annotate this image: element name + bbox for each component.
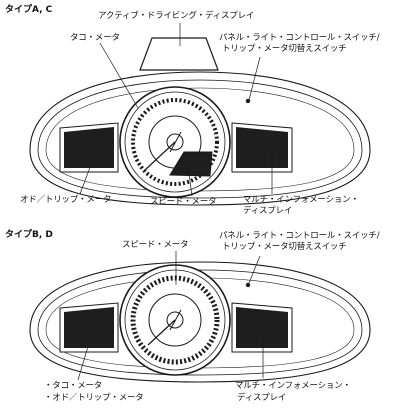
speedometer-label-b: スピード・メータ — [122, 240, 189, 250]
odo-trip-meter-label: オド／トリップ・メータ — [20, 195, 112, 205]
panel-switch-label-b-line1: パネル・ライト・コントロール・スイッチ/ — [219, 231, 380, 241]
cluster-type-b-d — [29, 251, 371, 383]
panel-switch-label-line2: トリップ・メータ切替えスイッチ — [222, 44, 347, 54]
type-a-c-heading: タイプA, C — [5, 5, 53, 15]
panel-switch-label-line1: パネル・ライト・コントロール・スイッチ/ — [219, 33, 380, 43]
cluster-type-a-c — [29, 23, 371, 206]
panel-switch-label-b-line2: トリップ・メータ切替えスイッチ — [222, 242, 347, 252]
multi-info-display-label-line1: マルチ・インフォメーション・ — [243, 195, 359, 205]
active-driving-display-label: アクティブ・ドライビング・ディスプレイ — [98, 11, 255, 21]
multi-info-display-label-line2: ディスプレイ — [243, 206, 293, 216]
odo-trip-meter-label-b: ・オド／トリップ・メータ — [44, 393, 144, 403]
multi-info-display-label-b-line2: ディスプレイ — [237, 393, 287, 403]
multi-info-display-label-b-line1: マルチ・インフォメーション・ — [235, 381, 351, 391]
tachometer-label: タコ・メータ — [70, 33, 120, 43]
tachometer-label-b: ・タコ・メータ — [44, 381, 103, 391]
speedometer-label: スピード・メータ — [150, 197, 217, 207]
type-b-d-heading: タイプB, D — [5, 230, 53, 240]
